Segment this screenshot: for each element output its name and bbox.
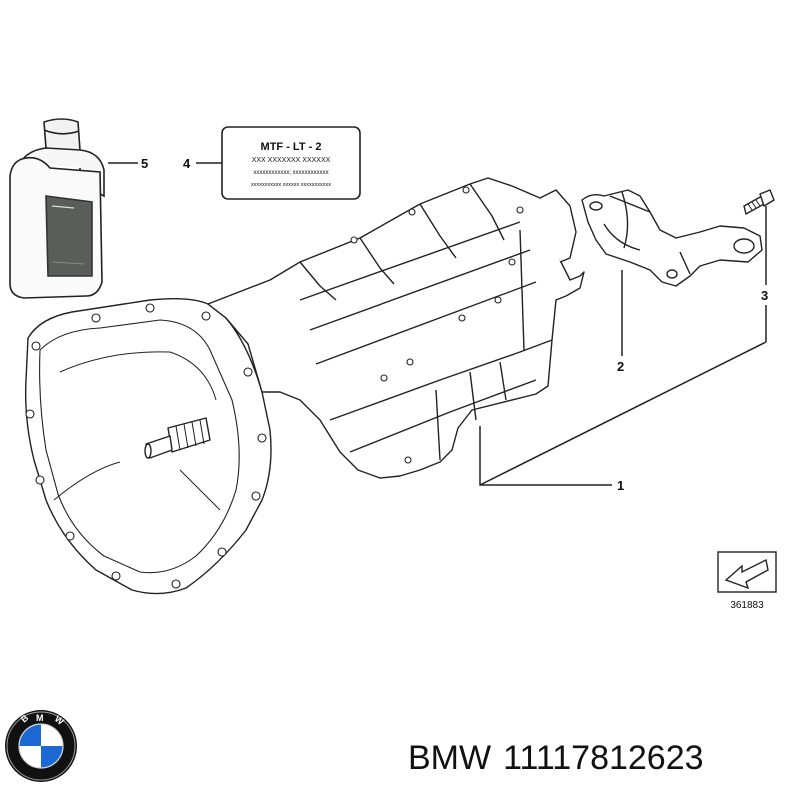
sticker-line-1: XXX XXXXXXX XXXXXX: [252, 157, 331, 164]
callout-5: 5: [141, 156, 148, 171]
sticker-line-3: xxxxxxxxxxx xxxxxx xxxxxxxxxxx: [251, 182, 331, 188]
reference-tag: 361883: [717, 551, 777, 611]
label-sticker: MTF - LT - 2 XXX XXXXXXX XXXXXX xxxxxxxx…: [221, 126, 361, 200]
caption-brand: BMW: [408, 739, 492, 777]
arrow-icon: [724, 558, 769, 590]
gearbox-housing: [25, 177, 585, 595]
input-shaft: [144, 417, 211, 459]
sticker-line-2: xxxxxxxxxxxx; xxxxxxxxxxxx: [253, 170, 328, 176]
sticker-title: MTF - LT - 2: [261, 141, 322, 153]
leader-line-1-bolt: [479, 341, 767, 486]
callout-2: 2: [617, 359, 624, 374]
callout-1: 1: [617, 478, 624, 493]
reference-number: 361883: [730, 600, 764, 611]
svg-text:B: B: [19, 712, 31, 724]
callout-3: 3: [761, 288, 768, 303]
svg-text:M: M: [36, 713, 44, 723]
bmw-logo: B M W: [5, 710, 77, 782]
leader-line-1: [479, 426, 612, 486]
caption-part-number: 11117812623: [503, 739, 704, 777]
mount-bolt: [743, 189, 775, 215]
part-caption: BMW 11117812623: [408, 738, 704, 778]
gearbox-mount-bracket: [581, 189, 763, 287]
oil-bottle: [9, 118, 105, 299]
callout-4: 4: [183, 156, 191, 171]
